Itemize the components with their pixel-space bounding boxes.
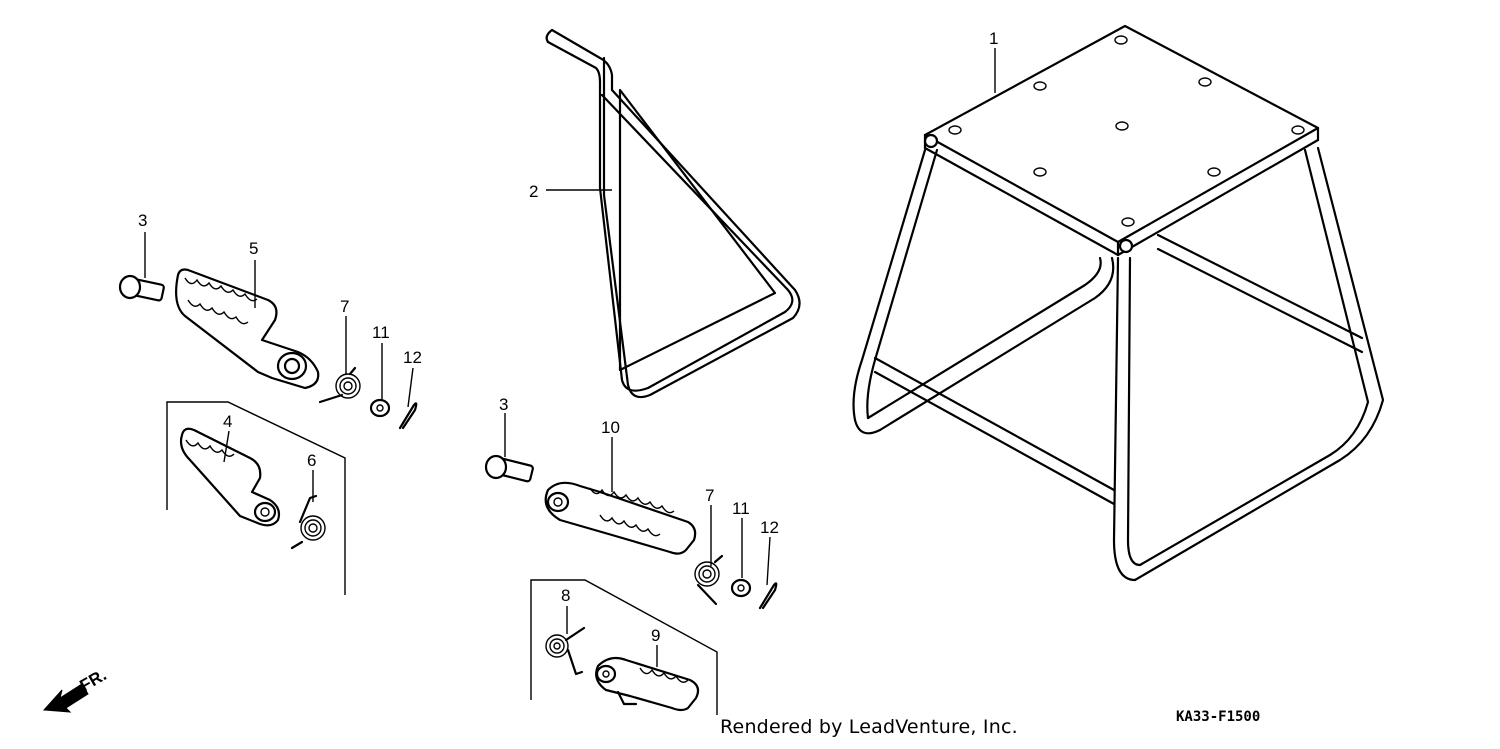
callout-7-right: 7 [705, 486, 714, 505]
callout-11-right: 11 [732, 499, 750, 518]
callout-2: 2 [529, 182, 538, 201]
stand-assembly [852, 24, 1385, 582]
callout-10: 10 [601, 418, 620, 437]
callout-6: 6 [307, 451, 316, 470]
diagram-code: KA33-F1500 [1176, 709, 1260, 725]
footpeg-left-upper [118, 268, 418, 430]
callout-8: 8 [561, 586, 570, 605]
callout-11-left: 11 [372, 323, 390, 342]
footpeg-right-lower [530, 579, 718, 715]
callout-12-left: 12 [403, 348, 422, 367]
callout-4: 4 [223, 412, 232, 431]
credit-text: Rendered by LeadVenture, Inc. [720, 716, 1018, 738]
callout-labels: 1 2 3 5 7 11 12 4 6 3 10 7 11 12 8 9 [138, 29, 998, 645]
callout-9: 9 [651, 626, 660, 645]
rear-stand-frame [545, 28, 801, 399]
front-direction-arrow: FR. [42, 665, 110, 713]
leader-lines [144, 48, 996, 667]
callout-3-left: 3 [138, 211, 147, 230]
footpeg-left-lower [166, 401, 346, 595]
callout-7-left: 7 [340, 297, 349, 316]
callout-12-right: 12 [760, 518, 779, 537]
callout-1: 1 [989, 29, 998, 48]
callout-5: 5 [249, 239, 258, 258]
callout-3-right: 3 [499, 395, 508, 414]
footpeg-right-upper [484, 454, 778, 610]
